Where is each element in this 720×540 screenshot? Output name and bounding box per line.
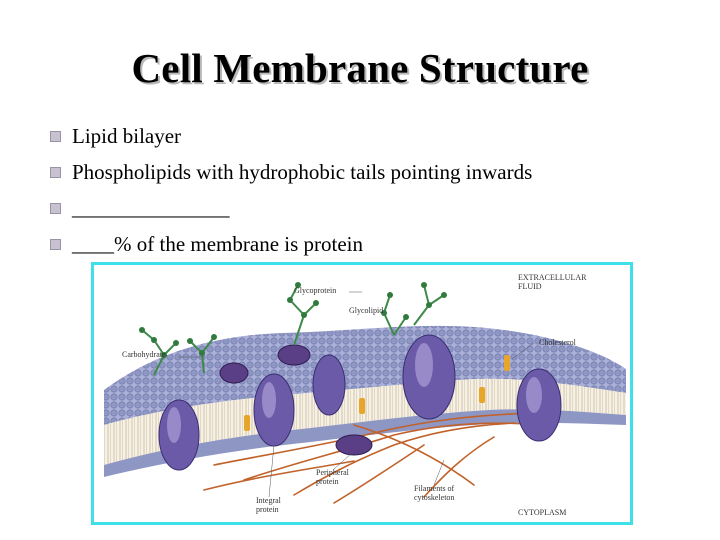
- label-extracellular-fluid: FLUID: [518, 282, 542, 291]
- label-integral: Integral: [256, 496, 282, 505]
- bullet-item: Lipid bilayer: [50, 122, 532, 158]
- protein-highlights: [167, 343, 542, 443]
- square-bullet-icon: [50, 131, 61, 142]
- membrane-diagram-svg: EXTRACELLULAR FLUID Glycoprotein Glycoli…: [104, 273, 626, 517]
- bullet-text: ____% of the membrane is protein: [72, 232, 364, 256]
- membrane-top-surface: [104, 325, 626, 425]
- slide-title: Cell Membrane Structure: [131, 45, 589, 91]
- square-bullet-icon: [50, 239, 61, 250]
- bullet-item: Phospholipids with hydrophobic tails poi…: [50, 158, 532, 194]
- label-leader-lines: [178, 291, 535, 498]
- bullet-text: Phospholipids with hydrophobic tails poi…: [72, 160, 533, 184]
- membrane-illustration: EXTRACELLULAR FLUID Glycoprotein Glycoli…: [91, 262, 633, 525]
- carbohydrate-beads: [139, 282, 447, 358]
- bullet-item: ____% of the membrane is protein: [50, 230, 532, 266]
- label-glycoprotein: Glycoprotein: [294, 286, 336, 295]
- square-bullet-icon: [50, 203, 61, 214]
- cytoskeleton-filaments: [203, 412, 545, 504]
- label-carbohydrate: Carbohydrate: [122, 350, 166, 359]
- cholesterol-molecules: [244, 355, 510, 431]
- membrane-tail-region: [104, 378, 626, 465]
- label-extracellular: EXTRACELLULAR: [518, 273, 587, 282]
- label-cholesterol: Cholesterol: [539, 338, 577, 347]
- bullet-list: Lipid bilayer Phospholipids with hydroph…: [50, 122, 532, 266]
- square-bullet-icon: [50, 167, 61, 178]
- bullet-text: _______________: [72, 196, 230, 220]
- label-integral-protein: protein: [256, 505, 279, 514]
- label-peripheral-protein: protein: [316, 477, 339, 486]
- label-peripheral: Peripheral: [316, 468, 350, 477]
- label-glycolipid: Glycolipid: [349, 306, 383, 315]
- label-cytoplasm: CYTOPLASM: [518, 508, 566, 517]
- label-cytoskeleton: cytoskeleton: [414, 493, 454, 502]
- bullet-item: _______________: [50, 194, 532, 230]
- bullet-text: Lipid bilayer: [72, 124, 182, 148]
- peripheral-proteins: [219, 344, 373, 456]
- label-filaments: Filaments of: [414, 484, 455, 493]
- membrane-bottom-layer: [104, 409, 626, 477]
